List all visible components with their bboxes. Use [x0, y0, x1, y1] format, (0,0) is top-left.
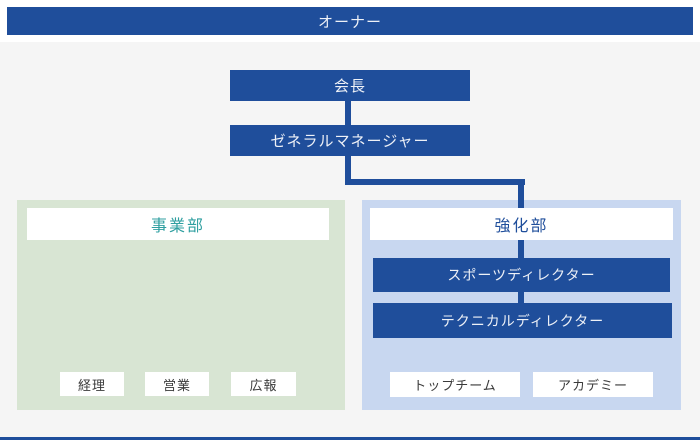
business-division-panel: 事業部 経理 営業 広報 [17, 200, 345, 410]
strengthening-division-panel: 強化部 スポーツディレクター テクニカルディレクター トップチーム アカデミー [362, 200, 681, 410]
public-relations-box: 広報 [231, 372, 296, 396]
sports-director-box: スポーツディレクター [373, 258, 670, 292]
technical-director-box: テクニカルディレクター [373, 303, 672, 338]
connector-to-strengthening-division [518, 179, 524, 309]
business-division-header: 事業部 [27, 208, 329, 240]
academy-box: アカデミー [533, 372, 653, 397]
general-manager-box: ゼネラルマネージャー [230, 125, 470, 156]
strengthening-division-header: 強化部 [370, 208, 673, 240]
owner-bar: オーナー [7, 7, 693, 35]
sales-box: 営業 [145, 372, 209, 396]
connector-elbow-horizontal [345, 179, 525, 185]
top-team-box: トップチーム [390, 372, 520, 397]
bottom-blue-strip [0, 437, 700, 440]
chairman-box: 会長 [230, 70, 470, 101]
accounting-box: 経理 [60, 372, 124, 396]
connector-gm-down [345, 154, 351, 185]
connector-chairman-to-gm [345, 98, 351, 128]
